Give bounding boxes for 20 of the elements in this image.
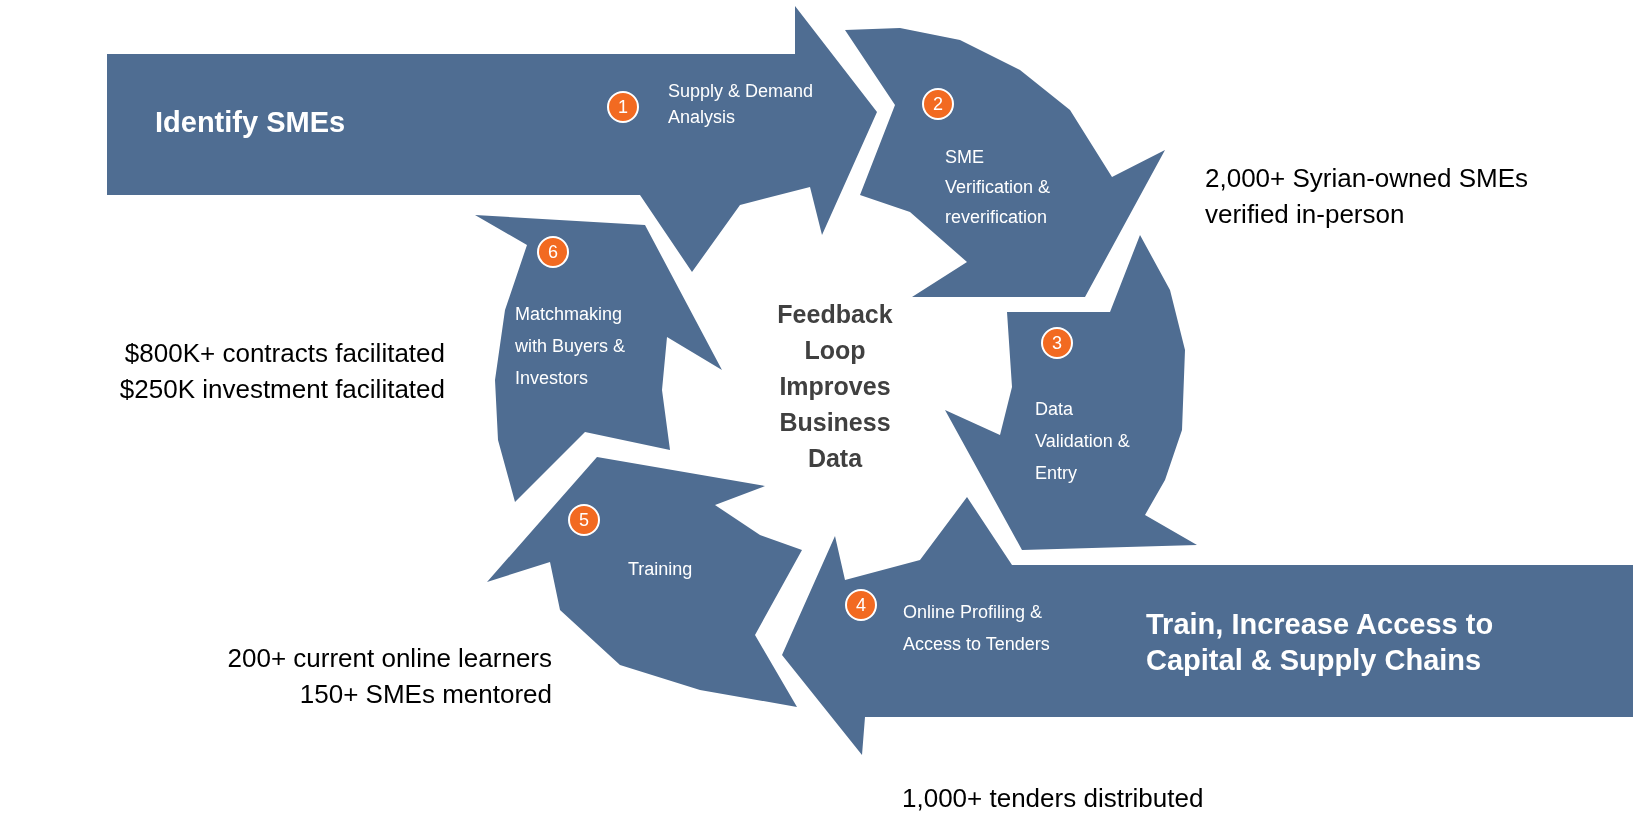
result-text: 2,000+ Syrian-owned SMEs verified in-person xyxy=(1205,162,1529,231)
result-text: 150+ SMEs mentored xyxy=(298,678,552,711)
curved-arrow-shape xyxy=(475,215,722,502)
heading-text: Identify SMEs xyxy=(155,105,347,140)
curved-arrow-shape xyxy=(782,497,1633,755)
result-text: $800K+ contracts facilitated xyxy=(123,337,445,370)
result-text: 200+ current online learners xyxy=(226,642,552,675)
center-label: Feedback Loop Improves Business Data xyxy=(776,299,894,474)
heading-text: Train, Increase Access to Capital & Supply Chains xyxy=(1146,607,1495,678)
curved-arrow-shape xyxy=(107,6,877,272)
result-text: 1,000+ tenders distributed xyxy=(902,782,1205,815)
curved-arrow-shape xyxy=(845,28,1165,297)
curved-arrow-shape xyxy=(945,235,1197,550)
step-label: Training xyxy=(628,558,694,581)
step-label: SME Verification & reverification xyxy=(945,146,1052,229)
step-label: Matchmaking with Buyers & Investors xyxy=(515,303,627,390)
step-label: Supply & Demand Analysis xyxy=(668,80,815,129)
step-label: Data Validation & Entry xyxy=(1035,398,1131,485)
step-label: Online Profiling & Access to Tenders xyxy=(903,601,1051,656)
result-text: $250K investment facilitated xyxy=(118,373,445,406)
